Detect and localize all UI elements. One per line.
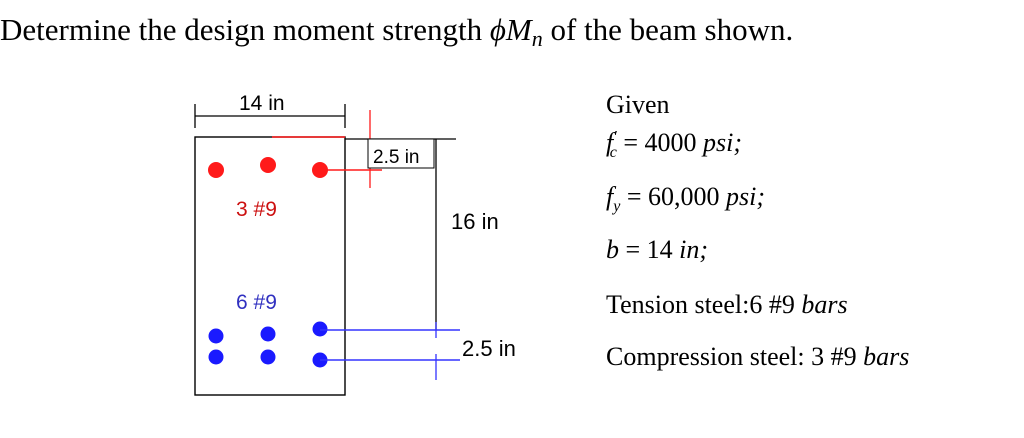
b-symbol: b bbox=[606, 235, 619, 264]
beam-outline bbox=[194, 136, 346, 396]
given-fc: f′c = 4000 psi; bbox=[606, 128, 743, 162]
problem-prefix: Determine the design moment strength bbox=[0, 12, 490, 47]
problem-statement: Determine the design moment strength ϕMn… bbox=[0, 12, 1024, 52]
given-compression-steel: Compression steel: 3 #9 bars bbox=[606, 342, 909, 372]
tension-bar bbox=[260, 349, 276, 365]
tension-bar bbox=[208, 349, 224, 365]
fc-subscript: c bbox=[609, 144, 617, 162]
fy-value: = 60,000 bbox=[620, 182, 727, 211]
width-label: 14 in bbox=[239, 92, 285, 115]
compression-bar bbox=[208, 162, 224, 178]
phi-symbol: ϕ bbox=[489, 12, 506, 47]
compression-bar bbox=[260, 157, 276, 173]
fy-symbol: f bbox=[606, 182, 614, 211]
tension-steel-unit: bars bbox=[801, 290, 848, 319]
tension-steel-prefix: Tension steel:6 #9 bbox=[606, 290, 802, 319]
problem-suffix: of the beam shown. bbox=[542, 12, 794, 47]
fc-symbol: f bbox=[606, 128, 614, 157]
fc-value: = 4000 bbox=[616, 128, 704, 157]
top-cover-label: 2.5 in bbox=[373, 147, 419, 168]
given-b: b = 14 in; bbox=[606, 235, 708, 265]
given-tension-steel: Tension steel:6 #9 bars bbox=[606, 290, 848, 320]
compression-bars-label: 3 #9 bbox=[236, 198, 277, 221]
depth-label: 16 in bbox=[451, 209, 499, 234]
tension-bar bbox=[260, 326, 276, 342]
bottom-cover-label: 2.5 in bbox=[462, 336, 516, 361]
b-unit: in; bbox=[679, 235, 709, 264]
tension-bars-label: 6 #9 bbox=[236, 291, 277, 314]
moment-subscript: n bbox=[531, 26, 543, 51]
given-fy: fy = 60,000 psi; bbox=[606, 182, 765, 216]
compression-steel-unit: bars bbox=[863, 342, 910, 371]
fc-unit: psi; bbox=[703, 128, 743, 157]
fy-unit: psi; bbox=[726, 182, 766, 211]
fy-subscript: y bbox=[613, 198, 621, 216]
top-cover-label-box bbox=[367, 138, 435, 169]
compression-steel-prefix: Compression steel: 3 #9 bbox=[606, 342, 864, 371]
given-heading: Given bbox=[606, 90, 670, 119]
b-value: = 14 bbox=[619, 235, 680, 264]
tension-bar bbox=[312, 321, 328, 337]
moment-symbol: M bbox=[505, 12, 532, 47]
compression-bar bbox=[312, 162, 328, 178]
tension-bar bbox=[208, 328, 224, 344]
